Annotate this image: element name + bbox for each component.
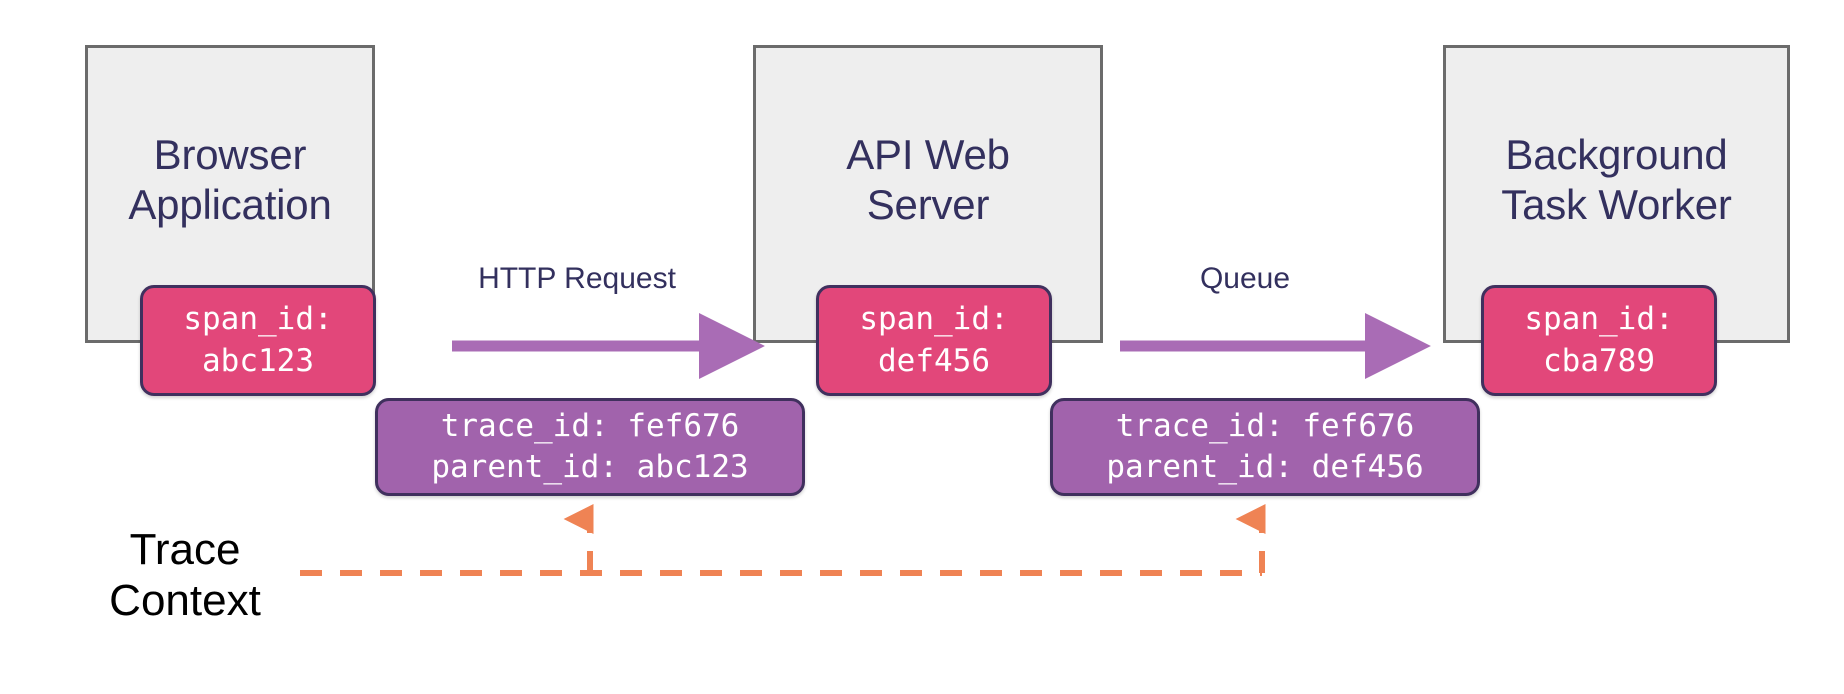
context-pill-text-browser-to-api: trace_id: fef676 parent_id: abc123 xyxy=(431,407,749,485)
arrow-label-queue: Queue xyxy=(1199,262,1291,295)
span-pill-text-background-task-worker: span_id: cba789 xyxy=(1524,300,1674,379)
context-pill-browser-to-api[interactable]: trace_id: fef676 parent_id: abc123 xyxy=(375,398,805,496)
context-pill-api-to-worker[interactable]: trace_id: fef676 parent_id: def456 xyxy=(1050,398,1480,496)
span-pill-text-browser-application: span_id: abc123 xyxy=(183,300,333,379)
span-pill-background-task-worker[interactable]: span_id: cba789 xyxy=(1481,285,1717,396)
service-title-api-web-server: API Web Server xyxy=(846,131,1010,228)
context-pill-text-api-to-worker: trace_id: fef676 parent_id: def456 xyxy=(1106,407,1424,485)
service-title-browser-application: Browser Application xyxy=(128,131,332,228)
span-pill-browser-application[interactable]: span_id: abc123 xyxy=(140,285,376,396)
service-title-background-task-worker: Background Task Worker xyxy=(1501,131,1732,228)
trace-context-connector xyxy=(300,504,1266,576)
span-pill-text-api-web-server: span_id: def456 xyxy=(859,300,1009,379)
arrow-label-http-request: HTTP Request xyxy=(478,262,676,295)
span-pill-api-web-server[interactable]: span_id: def456 xyxy=(816,285,1052,396)
legend-trace-context: Trace Context xyxy=(109,525,261,625)
